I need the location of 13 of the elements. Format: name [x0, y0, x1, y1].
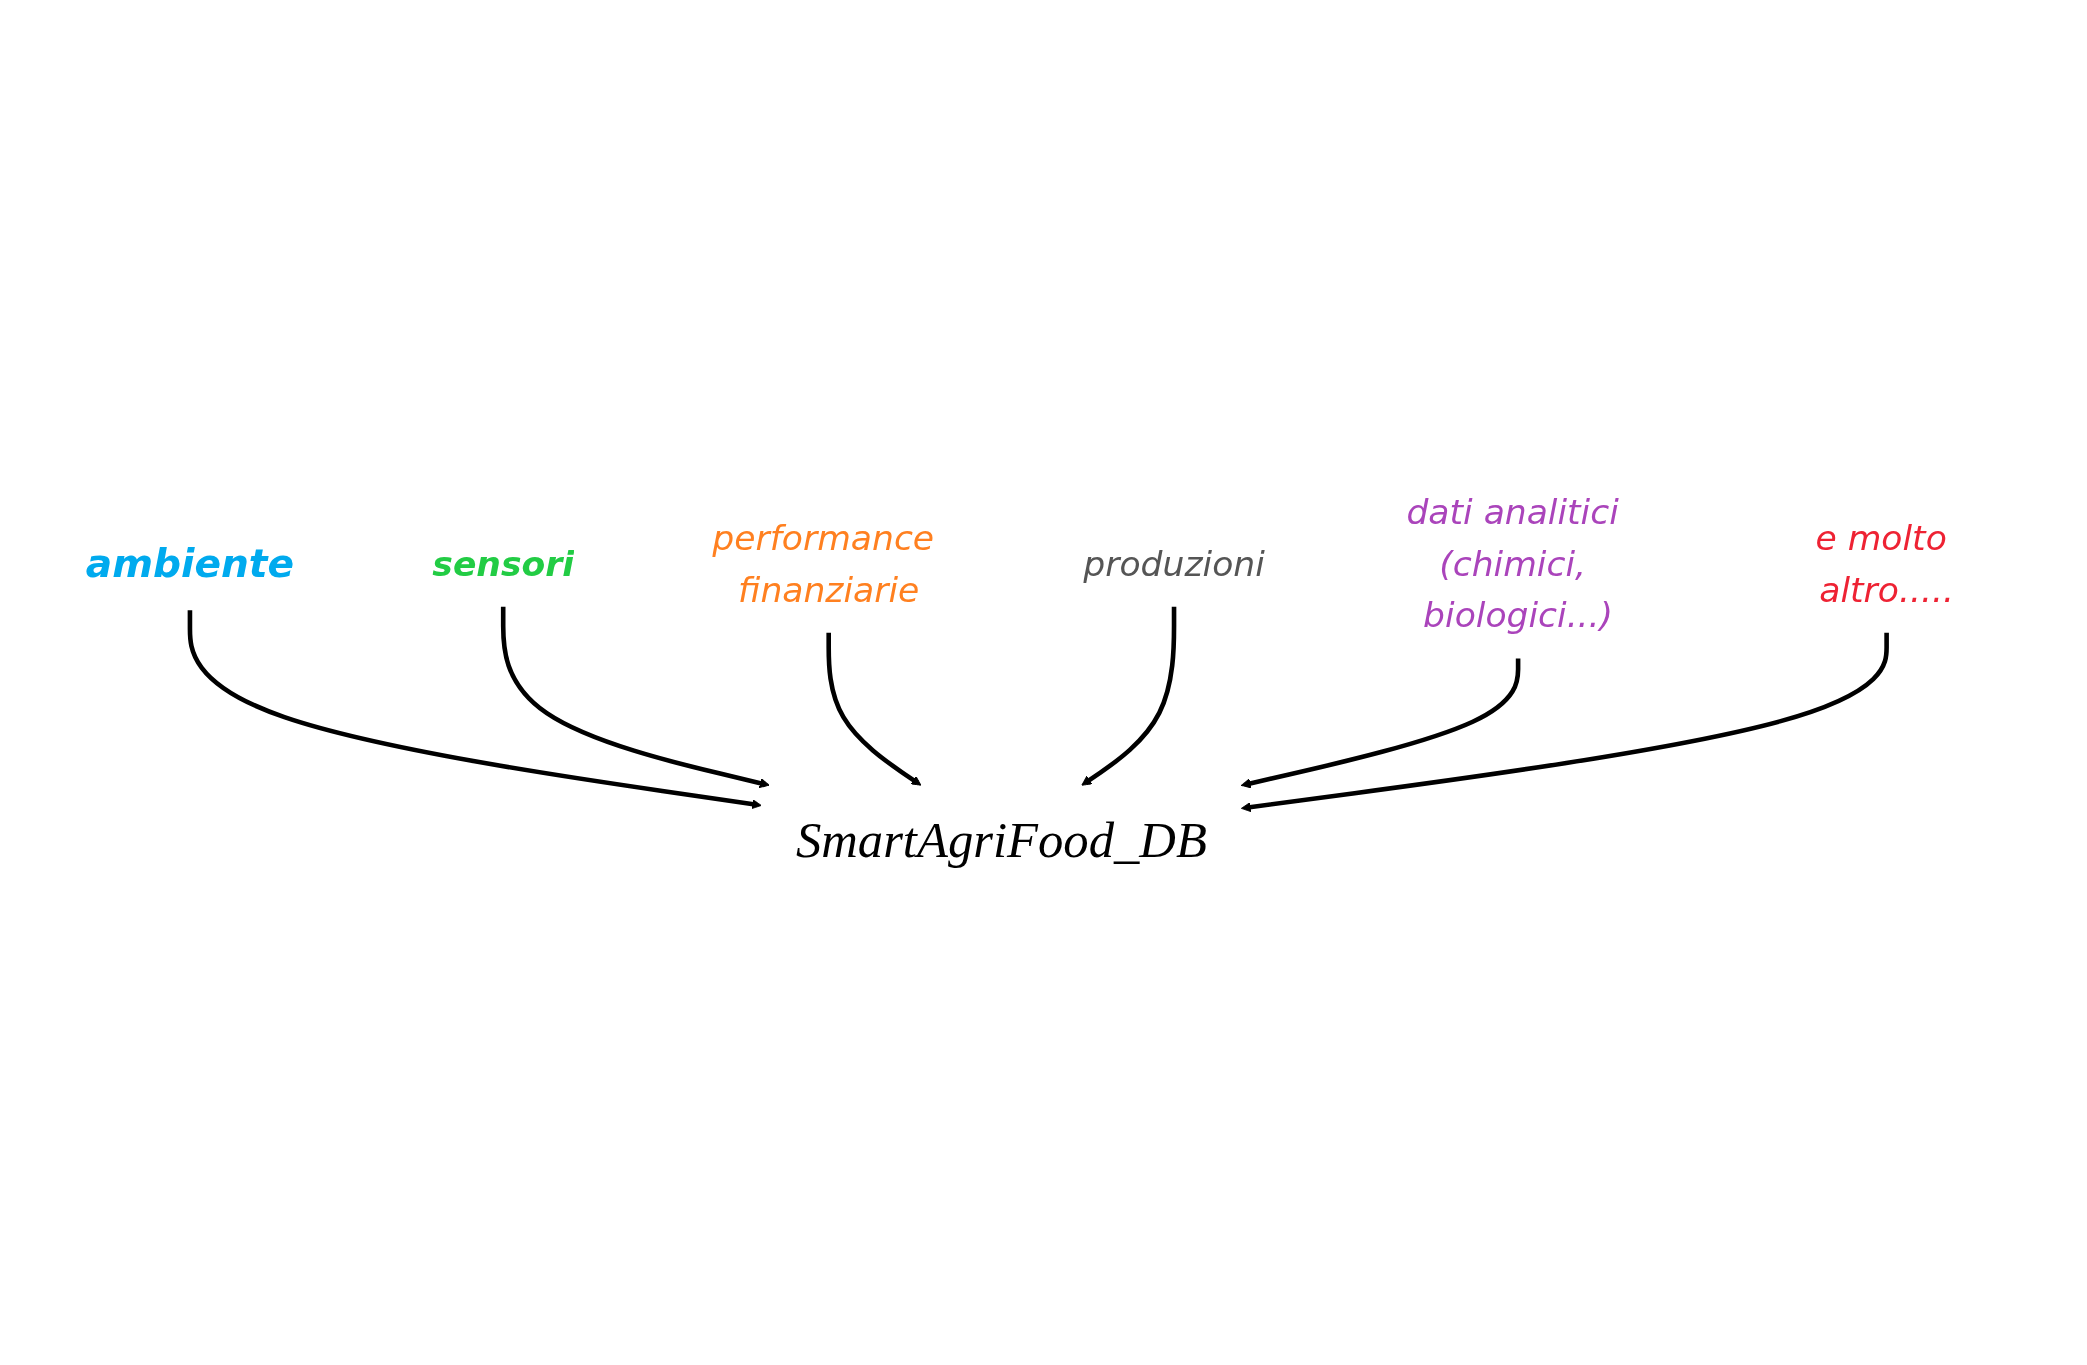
node-text: e molto altro..... [1815, 517, 1954, 610]
node-text: sensori [432, 543, 574, 585]
arrow [187, 610, 762, 810]
arrow [1240, 633, 1889, 813]
node-text: SmartAgriFood_DB [795, 812, 1207, 869]
arrow [1081, 607, 1177, 786]
node-text: dati analitici (chimici, biologici...) [1406, 491, 1619, 636]
node-text: ambiente [85, 540, 294, 587]
arrow [1240, 658, 1521, 789]
node-text: performance finanziarie [712, 517, 934, 610]
arrow [500, 607, 770, 789]
arrow [826, 633, 922, 786]
node-text: produzioni [1083, 543, 1265, 585]
